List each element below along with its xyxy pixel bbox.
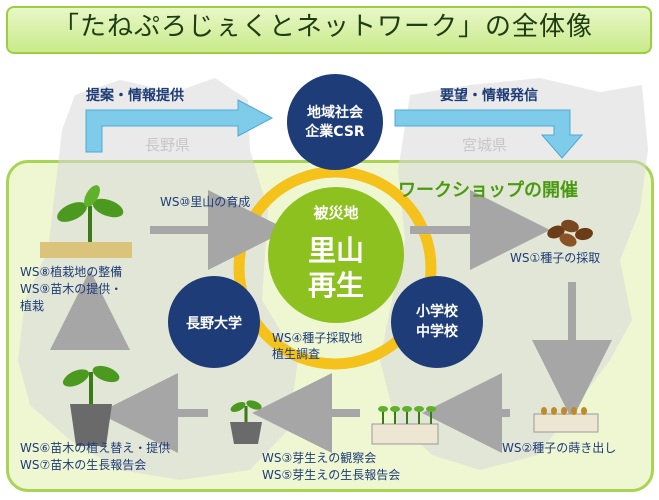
school-label-2: 中学校 [416, 323, 459, 340]
ws1-label: WS①種子の採取 [510, 251, 600, 265]
potted-sapling-icon [62, 365, 120, 446]
left-arrow-label: 提案・情報提供 [86, 87, 184, 104]
title-banner [6, 6, 652, 54]
nagano-map-shape [18, 78, 298, 480]
ws4-label-1: WS④種子採取地 [272, 331, 362, 345]
ws7-label: WS⑦苗木の生長報告会 [20, 458, 146, 472]
right-arrow-label: 要望・情報発信 [440, 87, 538, 104]
school-label-1: 小学校 [416, 303, 459, 320]
left-blue-arrow [85, 99, 274, 153]
center-circle [268, 187, 404, 323]
csr-label-1: 地域社会 [307, 104, 364, 121]
csr-label-2: 企業CSR [304, 123, 365, 140]
center-main-label-1: 里山 [308, 234, 364, 267]
page-title: 「たねぷろじぇくとネットワーク」の全体像 [52, 12, 593, 42]
ws10-label: WS⑩里山の育成 [160, 194, 250, 209]
ws9-label: WS⑨苗木の提供・ [20, 281, 122, 296]
center-main-label-2: 再生 [308, 269, 364, 302]
planted-tree-icon [40, 185, 132, 258]
ws6-label: WS⑥苗木の植え替え・提供 [20, 440, 170, 455]
ws5-label: WS⑤芽生えの生長報告会 [262, 468, 400, 482]
ws9-label-cont: 植栽 [20, 298, 44, 313]
sprout-tray-icon [371, 406, 439, 445]
ws3-label: WS③芽生えの観察会 [262, 451, 376, 465]
ws2-label: WS②種子の蒔き出し [502, 441, 616, 455]
seed-tray-icon [533, 407, 599, 433]
workshop-heading: ワークショップの開催 [398, 179, 578, 201]
nagano-label: 長野県 [145, 136, 190, 154]
miyagi-label: 宮城県 [462, 136, 507, 154]
small-pot-sprout-icon [230, 400, 262, 444]
seeds-icon [547, 219, 593, 247]
ws4-label-2: 植生調査 [272, 346, 320, 361]
csr-circle [287, 74, 383, 170]
ws8-label: WS⑧植栽地の整備 [20, 264, 122, 279]
university-circle [168, 276, 260, 368]
right-blue-arrow [394, 109, 584, 159]
university-label: 長野大学 [186, 315, 242, 332]
center-top-label: 被災地 [313, 204, 358, 222]
school-circle [391, 276, 483, 368]
